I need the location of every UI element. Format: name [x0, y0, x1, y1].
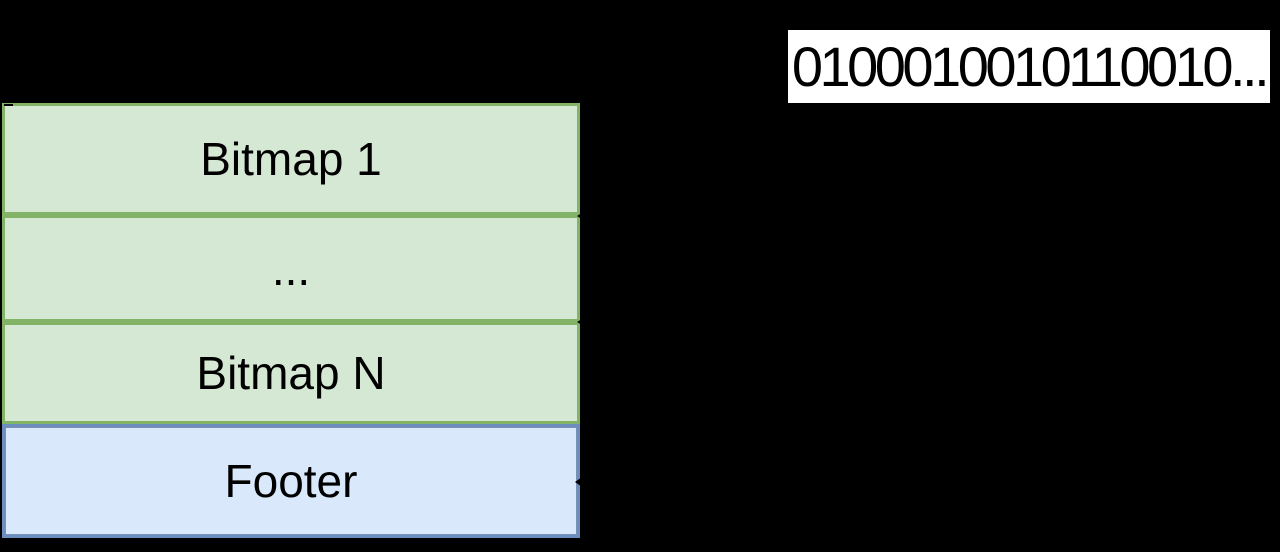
stack-row-label: Bitmap 1 — [200, 133, 382, 185]
arrowhead-icon — [577, 317, 585, 327]
stack-row-label: ... — [271, 242, 311, 295]
stack-row-bitmap-n: Bitmap N — [2, 322, 580, 424]
stack-row-label: Footer — [224, 455, 358, 507]
stack-row-bitmap-1: Bitmap 1 — [2, 103, 580, 215]
stack-row-footer: Footer — [2, 424, 580, 538]
stack-shadow-edge — [4, 104, 13, 106]
arrowhead-icon — [575, 475, 585, 489]
stack-row-label: Bitmap N — [196, 347, 386, 399]
bitstring-box: 0100010010110010... — [786, 28, 1272, 105]
bitstring-text: 0100010010110010... — [791, 34, 1270, 98]
stack-row-ellipsis: ... — [2, 215, 580, 322]
arrowhead-icon — [577, 211, 585, 221]
